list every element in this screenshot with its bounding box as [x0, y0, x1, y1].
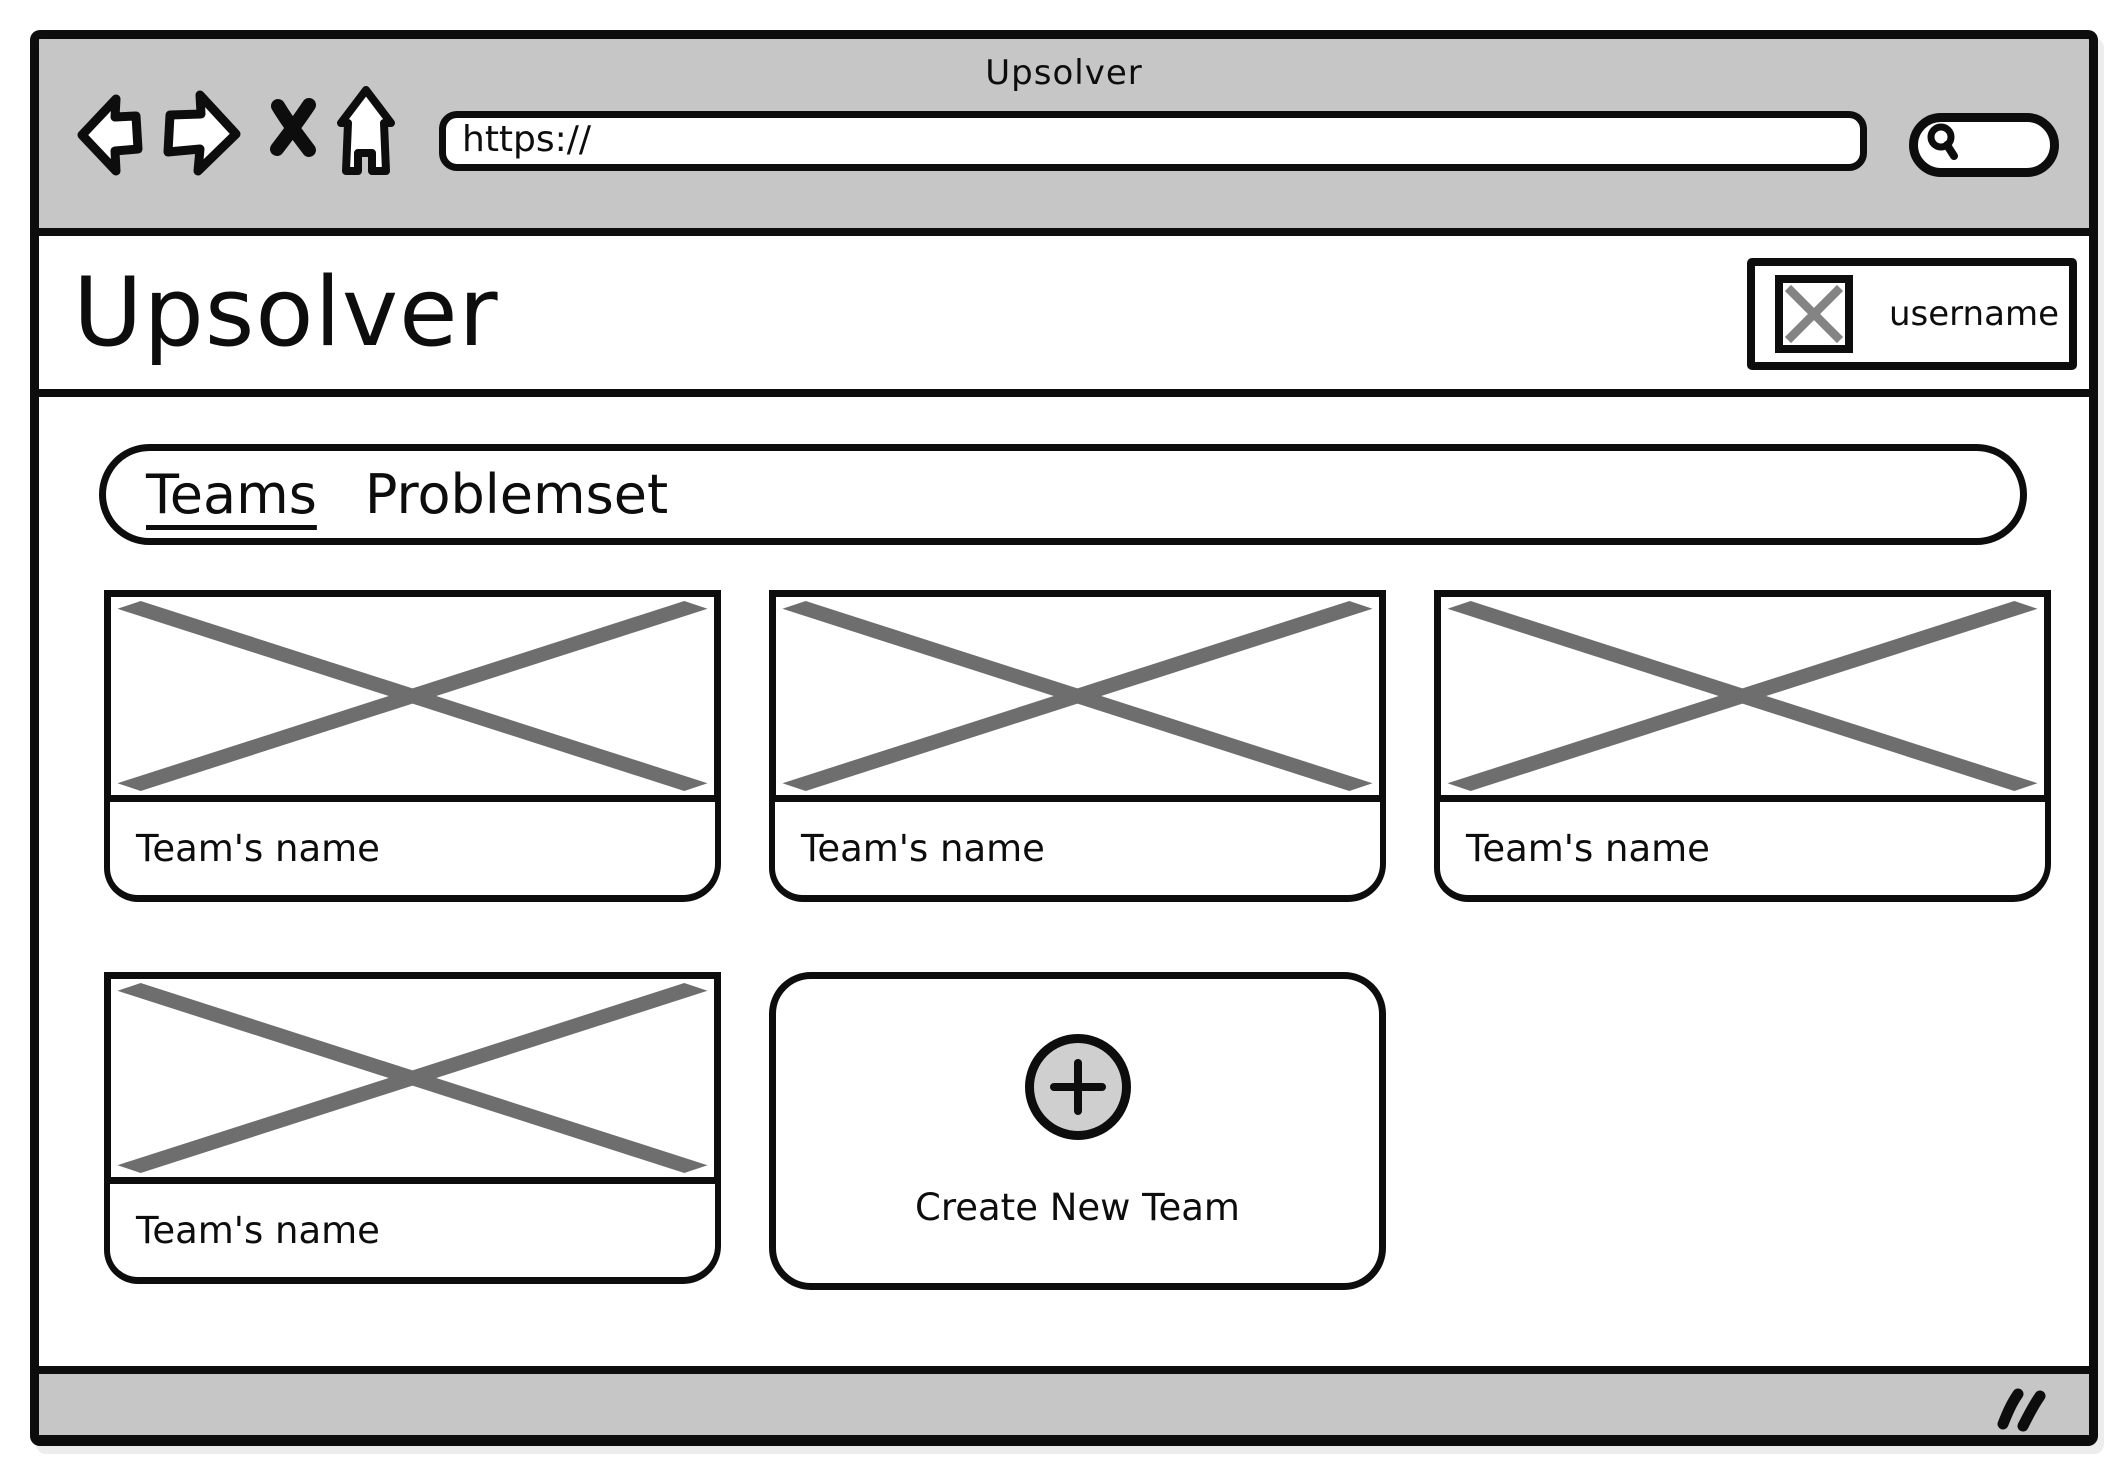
team-name-label: Team's name — [104, 802, 721, 902]
create-new-team-label: Create New Team — [915, 1185, 1240, 1229]
url-input[interactable] — [439, 111, 1867, 171]
team-name-label: Team's name — [104, 1184, 721, 1284]
team-image-placeholder-x-icon — [1434, 590, 2051, 802]
user-chip[interactable]: username — [1747, 258, 2077, 370]
avatar-placeholder-x-icon — [1775, 275, 1853, 353]
window-title: Upsolver — [985, 53, 1143, 93]
create-new-team-card[interactable]: Create New Team — [769, 972, 1386, 1290]
browser-window: Upsolver — [30, 30, 2098, 1446]
back-button[interactable] — [71, 89, 147, 179]
stop-x-icon — [269, 98, 317, 164]
tab-teams[interactable]: Teams — [146, 463, 317, 526]
home-icon — [333, 86, 399, 184]
search-field[interactable] — [1909, 113, 2059, 177]
team-name-label: Team's name — [769, 802, 1386, 902]
tab-problemset[interactable]: Problemset — [364, 463, 669, 526]
team-image-placeholder-x-icon — [104, 972, 721, 1184]
tab-bar: Teams Problemset — [99, 444, 2027, 545]
team-image-placeholder-x-icon — [104, 590, 721, 802]
search-icon — [1924, 121, 1966, 169]
resize-handle-icon[interactable] — [1991, 1384, 2053, 1432]
back-arrow-icon — [71, 94, 147, 182]
team-name-label: Team's name — [1434, 802, 2051, 902]
team-card[interactable]: Team's name — [769, 590, 1386, 902]
username-label: username — [1889, 294, 2059, 334]
team-card[interactable]: Team's name — [1434, 590, 2051, 902]
stop-button[interactable] — [269, 95, 317, 161]
teams-grid: Team's name Team's name — [104, 590, 2089, 1290]
plus-icon — [1024, 1033, 1131, 1140]
browser-chrome: Upsolver — [39, 39, 2089, 236]
team-image-placeholder-x-icon — [769, 590, 1386, 802]
main-content: Teams Problemset Team's name — [39, 397, 2089, 1366]
app-header: Upsolver username — [39, 236, 2089, 397]
status-bar — [39, 1366, 2089, 1435]
team-card[interactable]: Team's name — [104, 972, 721, 1290]
forward-button[interactable] — [159, 85, 245, 181]
home-button[interactable] — [333, 83, 399, 181]
page-title: Upsolver — [73, 257, 499, 368]
forward-arrow-icon — [159, 90, 245, 184]
team-card[interactable]: Team's name — [104, 590, 721, 902]
